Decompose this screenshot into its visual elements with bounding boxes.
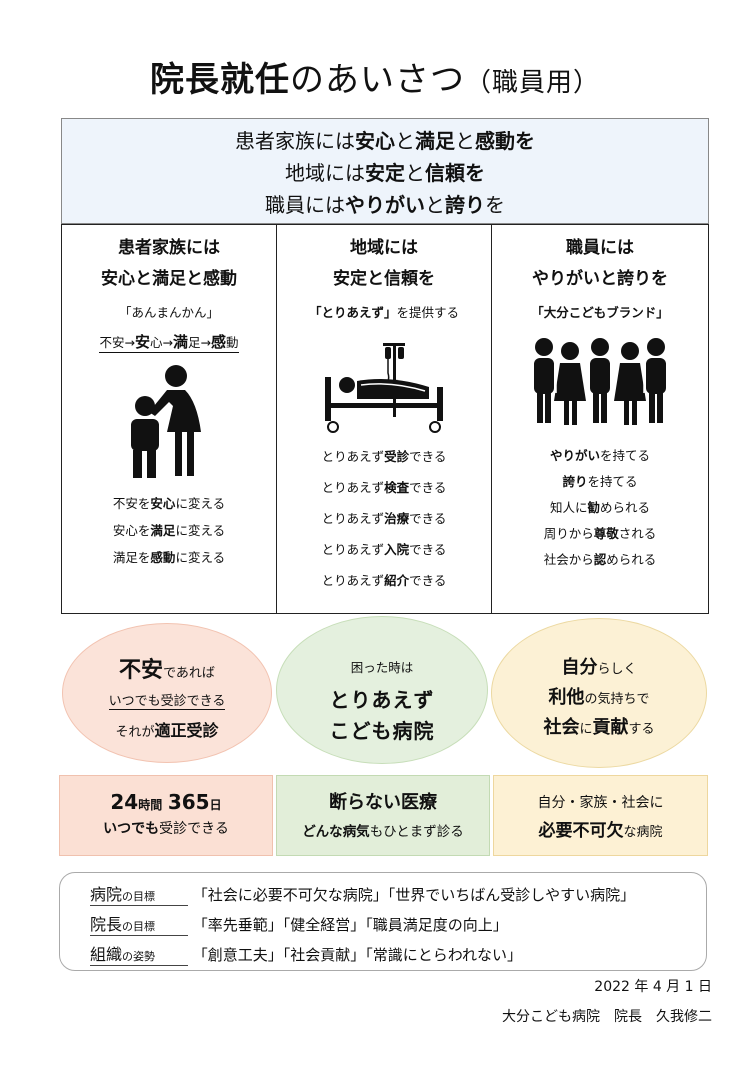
motto-box: 患者家族には安心と満足と感動を 地域には安定と信頼を 職員にはやりがいと誇りを — [61, 118, 709, 224]
transition-line: 不安→安心→満足→感動 — [99, 333, 239, 353]
circle-toriaezu: 困った時は とりあえず こども病院 — [276, 616, 488, 764]
title-paren: （職員用） — [464, 68, 600, 98]
hospital-bed-icon — [325, 343, 443, 433]
title-rest: のあいさつ — [289, 60, 465, 100]
list-item: 誇りを持てる — [562, 474, 638, 489]
column-heading: 職員には — [566, 238, 634, 258]
list-item: とりあえず入院できる — [321, 542, 447, 557]
page-title: 院長就任のあいさつ（職員用） — [0, 52, 750, 101]
column-staff: 職員には やりがいと誇りを 「大分こどもブランド」 やりがいを持てる 誇りを持て… — [492, 225, 708, 613]
list-item: とりあえず治療できる — [321, 511, 447, 526]
box-indispensable: 自分・家族・社会に 必要不可欠な病院 — [493, 775, 708, 856]
signature: 大分こども病院 院長 久我修二 — [502, 1009, 712, 1025]
column-community: 地域には 安定と信頼を 「とりあえず」を提供する とりあえず受診できる とりあえ… — [276, 225, 492, 613]
column-subheading: 安心と満足と感動 — [101, 269, 237, 289]
group-of-people-icon — [534, 338, 666, 425]
list-item: 安心を満足に変える — [112, 523, 226, 538]
list-item: 知人に勧められる — [549, 500, 651, 515]
column-keyword: 「あんまんかん」 — [118, 305, 219, 320]
list-item: とりあえず検査できる — [321, 480, 447, 495]
list-item: 不安を安心に変える — [112, 496, 226, 511]
list-item: 周りから尊敬される — [543, 526, 657, 541]
three-column-section: 患者家族には 安心と満足と感動 「あんまんかん」 不安→安心→満足→感動 不安を… — [61, 224, 709, 614]
column-subheading: 安定と信頼を — [333, 269, 435, 289]
column-heading: 患者家族には — [118, 238, 220, 258]
goals-box: 病院の目標 「社会に必要不可欠な病院」「世界でいちばん受診しやすい病院」 院長の… — [59, 872, 707, 971]
title-main: 院長就任 — [149, 60, 290, 100]
column-list: やりがいを持てる 誇りを持てる 知人に勧められる 周りから尊敬される 社会から認… — [492, 443, 708, 573]
document-date: 2022 年 4 月 1 日 — [594, 979, 712, 995]
goal-row-director: 院長の目標 「率先垂範」「健全経営」「職員満足度の向上」 — [90, 911, 508, 937]
box-no-refusal: 断らない医療 どんな病気もひとまず診る — [276, 775, 490, 856]
circle-anxiety: 不安であれば いつでも受診できる それが適正受診 — [62, 623, 272, 763]
motto-line-2: 地域には安定と信頼を — [285, 161, 485, 185]
column-list: とりあえず受診できる とりあえず検査できる とりあえず治療できる とりあえず入院… — [277, 441, 491, 596]
column-heading: 地域には — [350, 238, 418, 258]
list-item: とりあえず受診できる — [321, 449, 447, 464]
column-keyword: 「とりあえず」を提供する — [308, 305, 460, 320]
motto-line-3: 職員にはやりがいと誇りを — [265, 193, 505, 217]
column-keyword: 「大分こどもブランド」 — [531, 305, 669, 320]
box-24-365: 24時間 365日 いつでも受診できる — [59, 775, 273, 856]
goal-row-hospital: 病院の目標 「社会に必要不可欠な病院」「世界でいちばん受診しやすい病院」 — [90, 881, 635, 907]
column-list: 不安を安心に変える 安心を満足に変える 満足を感動に変える — [62, 490, 276, 571]
mother-child-icon — [131, 365, 201, 478]
list-item: やりがいを持てる — [549, 448, 651, 463]
column-patients: 患者家族には 安心と満足と感動 「あんまんかん」 不安→安心→満足→感動 不安を… — [62, 225, 276, 613]
circle-contribution: 自分らしく 利他の気持ちで 社会に貢献する — [491, 618, 707, 768]
goal-row-organization: 組織の姿勢 「創意工夫」「社会貢献」「常識にとらわれない」 — [90, 941, 522, 967]
motto-line-1: 患者家族には安心と満足と感動を — [235, 129, 535, 153]
list-item: とりあえず紹介できる — [321, 573, 447, 588]
column-subheading: やりがいと誇りを — [532, 269, 668, 289]
list-item: 満足を感動に変える — [112, 550, 226, 565]
list-item: 社会から認められる — [543, 552, 657, 567]
